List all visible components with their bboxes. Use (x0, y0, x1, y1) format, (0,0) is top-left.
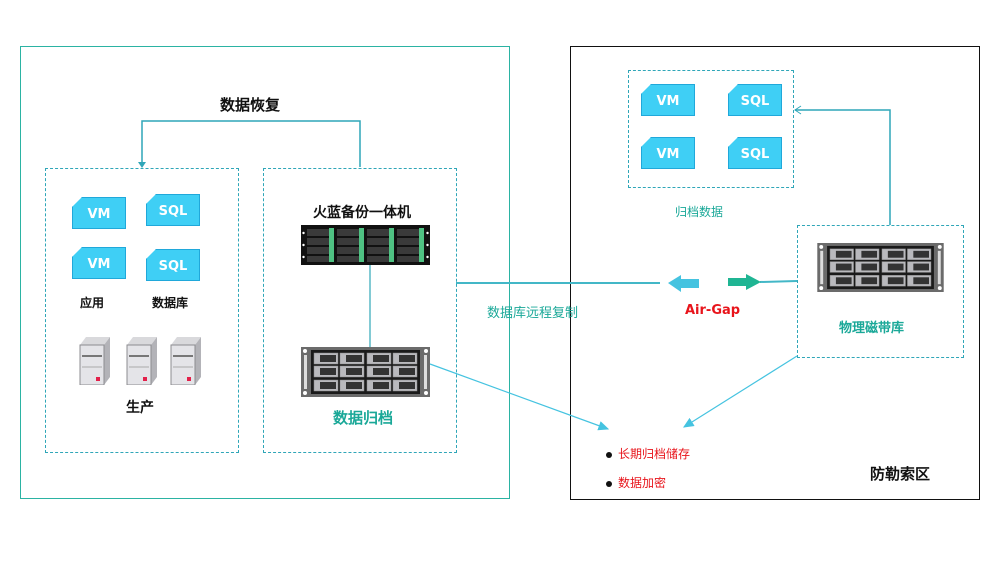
tape-link-line (759, 280, 798, 283)
recovery-arrowhead (138, 162, 146, 168)
archive-storage-icon (301, 347, 430, 397)
archive-to-features-arrow (429, 363, 610, 431)
air-gap-right-arrow (728, 274, 761, 290)
ransomware-zone-label: 防勒索区 (870, 465, 931, 483)
sql-tile: SQL (146, 249, 200, 281)
archived-data-label: 归档数据 (675, 205, 724, 219)
recovery-connector (141, 120, 361, 167)
tape-to-features-arrow (682, 355, 798, 428)
server-tower-icon (126, 337, 157, 385)
application-label: 应用 (80, 296, 105, 310)
remote-replication-label: 数据库远程复制 (487, 306, 579, 321)
sql-tile: SQL (728, 84, 782, 116)
air-gap-label: Air-Gap (685, 303, 741, 318)
archived-data-group (628, 70, 794, 188)
data-recovery-label: 数据恢复 (220, 96, 281, 114)
sql-tile: SQL (146, 194, 200, 226)
feature-text: 长期归档储存 (618, 447, 691, 461)
ransomware-vault-zone (570, 46, 980, 500)
tape-library-icon (817, 243, 944, 292)
backup-appliance-group (263, 168, 457, 453)
feature-long-term-archive: 长期归档储存 (606, 445, 690, 462)
backup-appliance-label: 火蓝备份一体机 (313, 205, 411, 221)
tape-library-label: 物理磁带库 (839, 321, 905, 336)
production-zone (20, 46, 510, 499)
backup-appliance-icon (301, 225, 430, 265)
feature-data-encryption: 数据加密 (606, 474, 666, 491)
server-tower-icon (170, 337, 201, 385)
bullet-icon (606, 451, 612, 458)
air-gap-left-arrow (668, 275, 699, 292)
vm-tile: VM (641, 84, 695, 116)
tape-restore-connector (795, 109, 891, 225)
tape-library-group (797, 225, 964, 358)
feature-text: 数据加密 (618, 476, 667, 490)
production-group (45, 168, 239, 453)
tape-restore-arrowhead (794, 105, 802, 115)
data-archive-label: 数据归档 (333, 409, 394, 427)
vm-tile: VM (72, 247, 126, 279)
production-label: 生产 (126, 400, 154, 416)
vm-tile: VM (641, 137, 695, 169)
database-label: 数据库 (152, 296, 189, 310)
server-tower-icon (79, 337, 110, 385)
vm-tile: VM (72, 197, 126, 229)
bullet-icon (606, 480, 612, 487)
sql-tile: SQL (728, 137, 782, 169)
